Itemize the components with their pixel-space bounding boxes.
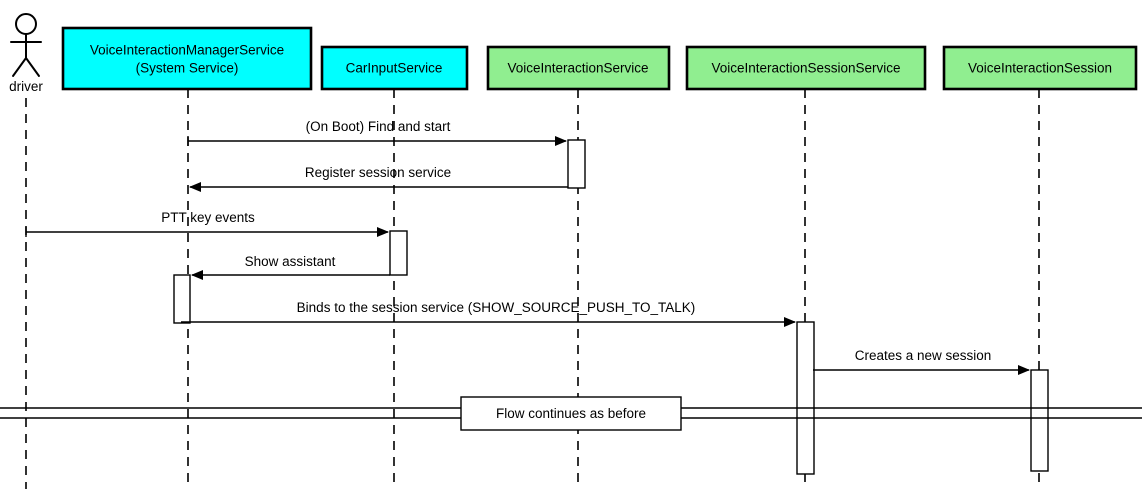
participant-box-vis[interactable] xyxy=(486,45,671,91)
message-label-creates-a-new-session: Creates a new session xyxy=(855,348,992,363)
participant-label-vis: VoiceInteractionService xyxy=(507,61,648,76)
divider-label: Flow continues as before xyxy=(496,406,646,421)
message-label-ptt-key-events: PTT key events xyxy=(161,210,255,225)
participant-box-vims[interactable] xyxy=(61,26,313,91)
message-label-on-boot-find-and-start: (On Boot) Find and start xyxy=(306,119,451,134)
message-binds-to-session-service[interactable]: Binds to the session service (SHOW_SOURC… xyxy=(181,300,796,327)
participant-label-vims-line1: VoiceInteractionManagerService xyxy=(90,43,284,58)
participant-box-carinput[interactable] xyxy=(320,45,469,91)
actor-driver[interactable]: driver xyxy=(9,13,43,489)
message-label-register-session-service: Register session service xyxy=(305,165,451,180)
participant-label-carinput: CarInputService xyxy=(346,61,443,76)
activation-bar-vims xyxy=(173,274,191,324)
divider-label-box xyxy=(460,396,682,431)
participant-vsession[interactable]: VoiceInteractionSession xyxy=(942,45,1138,489)
participant-viss[interactable]: VoiceInteractionSessionService xyxy=(685,45,927,489)
participant-label-vims-line2: (System Service) xyxy=(136,61,239,76)
message-ptt-key-events[interactable]: PTT key events xyxy=(25,210,389,237)
participant-label-vsession: VoiceInteractionSession xyxy=(968,61,1112,76)
participant-label-viss: VoiceInteractionSessionService xyxy=(711,61,900,76)
actor-head-icon xyxy=(15,13,37,35)
message-label-binds-to-session-service: Binds to the session service (SHOW_SOURC… xyxy=(297,300,696,315)
message-on-boot-find-and-start[interactable]: (On Boot) Find and start xyxy=(187,119,567,146)
activation-bar-vis xyxy=(567,139,586,189)
activation-bar-viss xyxy=(796,321,815,475)
message-creates-a-new-session[interactable]: Creates a new session xyxy=(813,348,1030,375)
message-register-session-service[interactable]: Register session service xyxy=(189,165,568,192)
flow-divider: Flow continues as before xyxy=(0,396,1142,431)
participant-vims[interactable]: VoiceInteractionManagerService (System S… xyxy=(61,26,313,489)
actor-left-leg-icon xyxy=(12,57,27,77)
activation-bar-carinput xyxy=(389,230,408,276)
participant-carinput[interactable]: CarInputService xyxy=(320,45,469,489)
participant-box-vsession[interactable] xyxy=(942,45,1138,91)
message-label-show-assistant: Show assistant xyxy=(245,254,336,269)
actor-right-leg-icon xyxy=(25,57,40,77)
activation-bar-vsession xyxy=(1030,369,1049,472)
participant-box-viss[interactable] xyxy=(685,45,927,91)
message-show-assistant[interactable]: Show assistant xyxy=(191,254,390,280)
actor-label: driver xyxy=(9,79,43,94)
